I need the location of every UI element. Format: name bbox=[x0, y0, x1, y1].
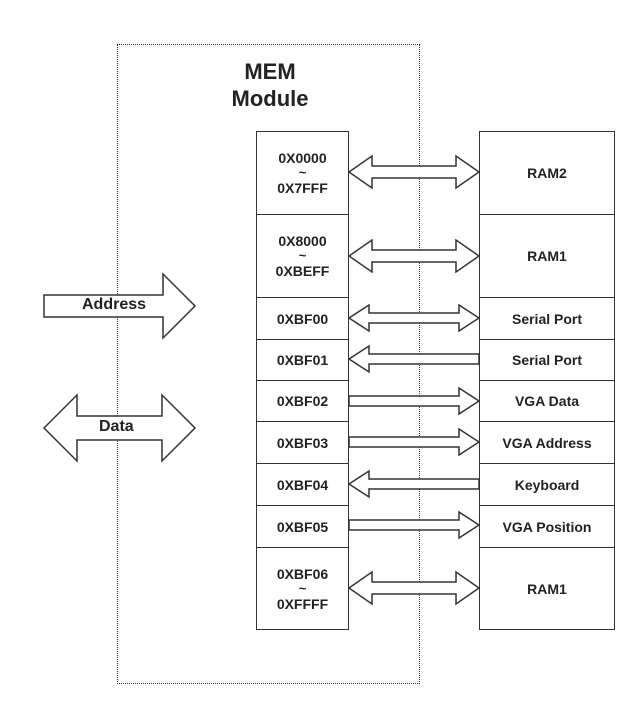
address-label: 0XBF00 bbox=[276, 310, 329, 327]
address-range-tilde: ~ bbox=[298, 580, 307, 596]
address-end: 0XBEFF bbox=[275, 263, 330, 279]
double-arrow bbox=[347, 238, 481, 274]
device-cell-keyboard: Keyboard bbox=[479, 463, 615, 506]
right-arrow bbox=[348, 427, 481, 457]
address-start: 0XBF06 bbox=[276, 565, 329, 582]
data-bus-double-arrow bbox=[42, 393, 197, 463]
address-label: 0XBF01 bbox=[276, 352, 329, 368]
address-end: 0XFFFF bbox=[276, 595, 329, 612]
right-arrow bbox=[348, 386, 481, 416]
address-label: 0XBF05 bbox=[276, 518, 329, 535]
address-end: 0X7FFF bbox=[277, 180, 328, 196]
device-cell-ram2: RAM2 bbox=[479, 131, 615, 215]
device-label: RAM1 bbox=[527, 580, 567, 597]
right-arrow bbox=[348, 510, 481, 540]
address-label: 0XBF02 bbox=[276, 393, 329, 409]
left-arrow bbox=[347, 469, 480, 499]
device-label: RAM1 bbox=[527, 248, 567, 264]
device-cell-vga-data: VGA Data bbox=[479, 380, 615, 422]
module-title-line2: Module bbox=[231, 86, 309, 111]
left-arrow bbox=[347, 344, 480, 374]
data-bus-label: Data bbox=[99, 418, 134, 435]
address-cell-ram1: 0X8000 ~ 0XBEFF bbox=[256, 214, 349, 298]
device-label: Keyboard bbox=[514, 476, 580, 493]
device-cell-serial-port-rw: Serial Port bbox=[479, 297, 615, 340]
address-cell-ram1-high: 0XBF06 ~ 0XFFFF bbox=[256, 547, 349, 630]
double-arrow bbox=[347, 570, 481, 606]
device-label: RAM2 bbox=[527, 165, 567, 181]
device-cell-serial-port-status: Serial Port bbox=[479, 339, 615, 381]
address-cell-bf02: 0XBF02 bbox=[256, 380, 349, 422]
device-cell-vga-address: VGA Address bbox=[479, 421, 615, 464]
address-start: 0X0000 bbox=[278, 150, 327, 166]
module-title-line1: MEM bbox=[244, 59, 296, 84]
module-title: MEM Module bbox=[190, 58, 350, 112]
device-label: VGA Data bbox=[514, 393, 580, 409]
address-range-tilde: ~ bbox=[298, 165, 307, 180]
address-bus-label: Address bbox=[82, 296, 147, 313]
address-label: 0XBF03 bbox=[276, 434, 329, 451]
device-cell-vga-position: VGA Position bbox=[479, 505, 615, 548]
address-cell-bf01: 0XBF01 bbox=[256, 339, 349, 381]
address-cell-bf05: 0XBF05 bbox=[256, 505, 349, 548]
address-label: 0XBF04 bbox=[276, 476, 329, 493]
device-label: Serial Port bbox=[511, 352, 583, 368]
double-arrow bbox=[347, 154, 481, 190]
device-label: VGA Address bbox=[502, 434, 592, 451]
address-cell-bf03: 0XBF03 bbox=[256, 421, 349, 464]
address-start: 0X8000 bbox=[278, 233, 327, 249]
device-label: Serial Port bbox=[511, 310, 583, 327]
double-arrow bbox=[347, 303, 481, 333]
address-cell-bf04: 0XBF04 bbox=[256, 463, 349, 506]
device-label: VGA Position bbox=[502, 518, 592, 535]
address-range-tilde: ~ bbox=[298, 248, 307, 263]
address-bus-arrow bbox=[43, 272, 197, 340]
